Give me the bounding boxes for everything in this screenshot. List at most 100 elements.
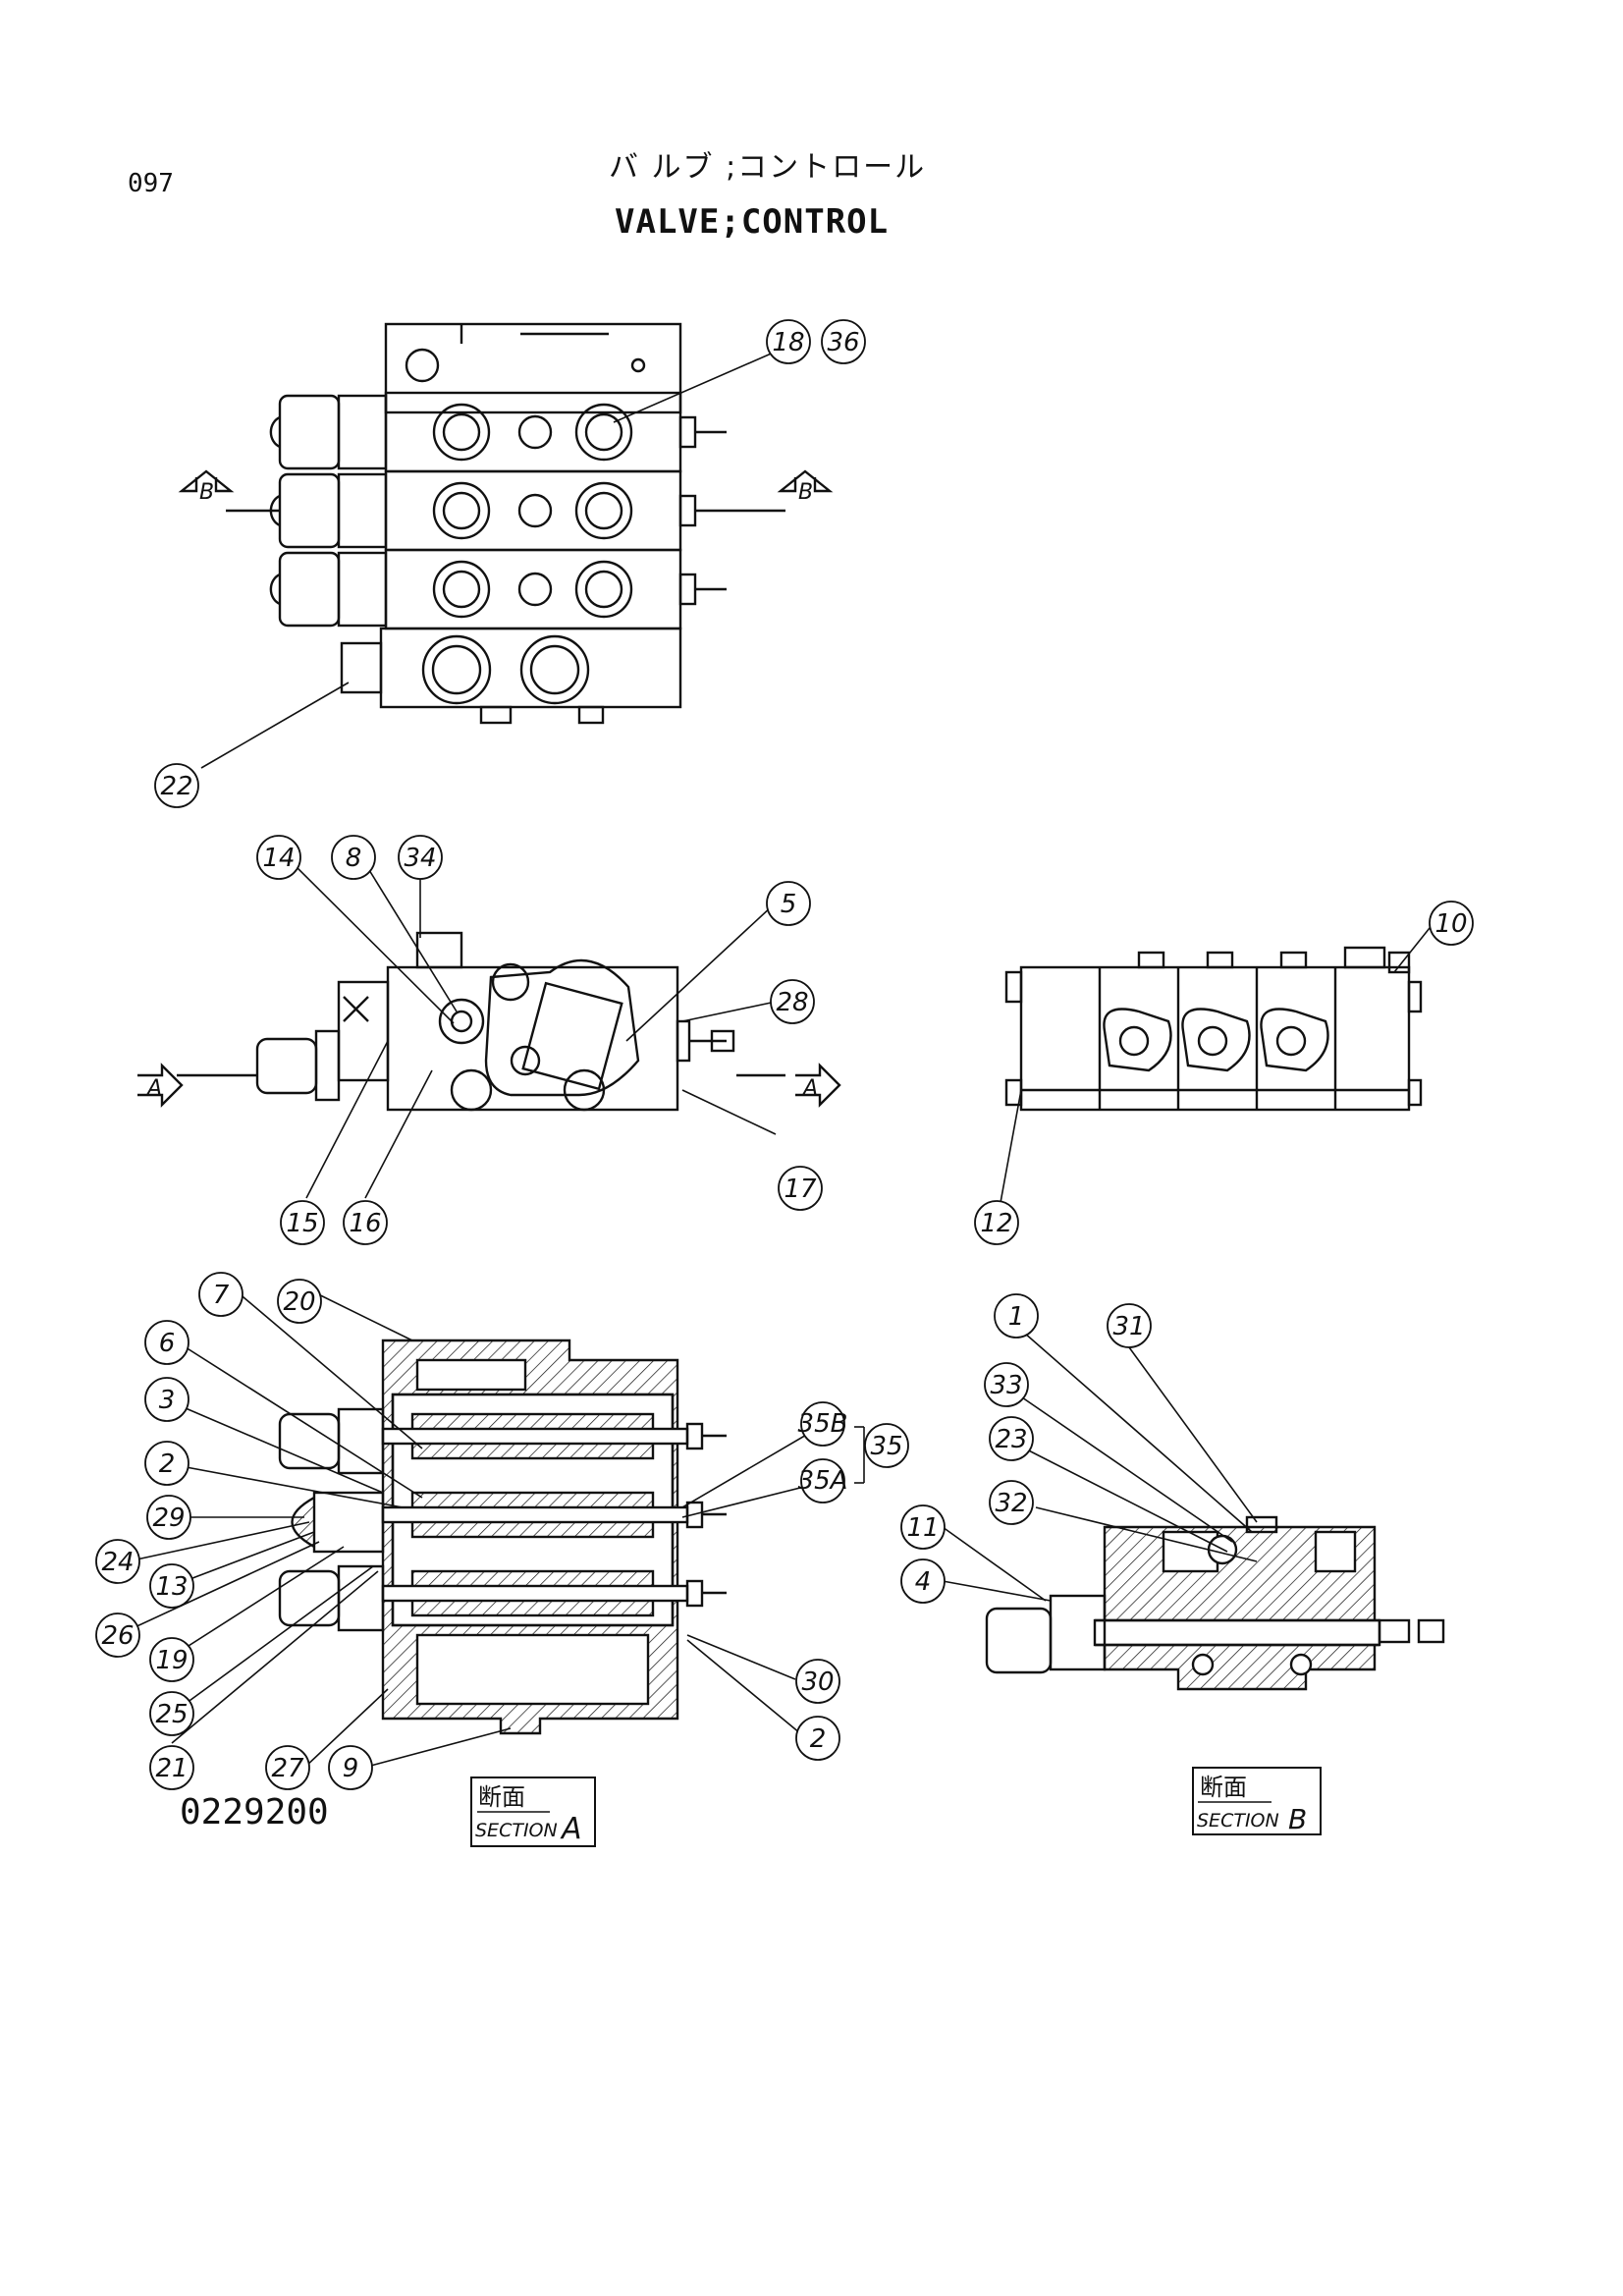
callout-36: 36 (821, 319, 866, 364)
svg-text:11: 11 (906, 1513, 939, 1543)
svg-text:26: 26 (101, 1621, 134, 1651)
svg-text:14: 14 (262, 844, 295, 873)
svg-text:7: 7 (213, 1281, 230, 1310)
callout-2-left: 2 (144, 1441, 189, 1486)
callout-18: 18 (766, 319, 811, 364)
svg-text:13: 13 (155, 1572, 188, 1602)
callout-1: 1 (994, 1293, 1039, 1339)
callout-33: 33 (984, 1362, 1029, 1407)
drawing-number: 0229200 (180, 1792, 329, 1832)
callout-29: 29 (146, 1495, 191, 1540)
svg-text:35A: 35A (798, 1466, 848, 1496)
svg-text:21: 21 (155, 1754, 188, 1783)
top-view (178, 322, 834, 725)
svg-text:23: 23 (995, 1425, 1027, 1454)
callout-25: 25 (149, 1691, 194, 1736)
svg-text:27: 27 (271, 1754, 304, 1783)
section-b-word: SECTION (1197, 1810, 1279, 1831)
callout-23: 23 (989, 1416, 1034, 1461)
callout-bubbles: 18 36 22 14 8 34 5 28 17 15 16 10 12 7 2… (95, 319, 1474, 1790)
svg-text:2: 2 (810, 1724, 827, 1754)
section-marker-a-left: A (145, 1076, 162, 1101)
section-a-kanji: 断面 (478, 1783, 525, 1811)
title-japanese: バ ルブ ;コントロール (609, 150, 927, 185)
callout-32: 32 (989, 1480, 1034, 1525)
svg-text:29: 29 (152, 1503, 185, 1533)
side-view (137, 931, 841, 1112)
callout-8: 8 (331, 835, 376, 880)
svg-text:17: 17 (784, 1175, 817, 1204)
callout-4: 4 (900, 1558, 946, 1604)
callout-34: 34 (398, 835, 443, 880)
callout-9: 9 (328, 1745, 373, 1790)
svg-text:16: 16 (349, 1209, 381, 1238)
svg-text:5: 5 (781, 890, 797, 919)
title-english: VALVE;CONTROL (615, 202, 890, 242)
svg-text:2: 2 (159, 1449, 176, 1479)
svg-text:6: 6 (159, 1329, 176, 1358)
svg-text:35B: 35B (798, 1409, 848, 1439)
callout-35: 35 (864, 1423, 909, 1468)
callout-13: 13 (149, 1563, 194, 1609)
callout-22: 22 (154, 763, 199, 808)
svg-text:22: 22 (160, 772, 192, 801)
callout-28: 28 (770, 979, 815, 1024)
section-a-view (278, 1339, 727, 1735)
svg-text:31: 31 (1112, 1312, 1145, 1341)
svg-text:36: 36 (827, 328, 859, 357)
callout-7: 7 (198, 1272, 243, 1317)
callout-17: 17 (778, 1166, 823, 1211)
svg-text:8: 8 (346, 844, 362, 873)
section-marker-a-right: A (801, 1076, 818, 1101)
callout-6: 6 (144, 1320, 189, 1365)
svg-text:18: 18 (772, 328, 804, 357)
svg-text:15: 15 (286, 1209, 318, 1238)
svg-text:10: 10 (1434, 909, 1467, 939)
svg-text:33: 33 (990, 1371, 1022, 1400)
svg-text:34: 34 (404, 844, 436, 873)
end-view (1004, 946, 1423, 1112)
svg-text:4: 4 (915, 1567, 932, 1597)
svg-text:30: 30 (801, 1667, 834, 1697)
callout-21: 21 (149, 1745, 194, 1790)
callout-2-right: 2 (795, 1716, 840, 1761)
svg-text:25: 25 (155, 1700, 188, 1729)
svg-text:3: 3 (159, 1386, 176, 1415)
svg-text:24: 24 (101, 1548, 134, 1577)
callout-3: 3 (144, 1377, 189, 1422)
callout-35b: 35B (798, 1401, 848, 1447)
callout-24: 24 (95, 1539, 140, 1584)
callout-10: 10 (1429, 901, 1474, 946)
callout-31: 31 (1107, 1303, 1152, 1348)
callout-14: 14 (256, 835, 301, 880)
svg-text:32: 32 (995, 1489, 1027, 1518)
callout-5: 5 (766, 881, 811, 926)
svg-text:20: 20 (283, 1287, 315, 1317)
svg-text:35: 35 (870, 1432, 902, 1461)
section-a-label: 断面 SECTION A (470, 1777, 596, 1847)
callout-15: 15 (280, 1200, 325, 1245)
section-a-word: SECTION (475, 1820, 558, 1841)
section-marker-b-left: B (199, 480, 214, 505)
callout-16: 16 (343, 1200, 388, 1245)
callout-11: 11 (900, 1504, 946, 1550)
svg-text:1: 1 (1008, 1302, 1025, 1332)
svg-text:12: 12 (980, 1209, 1012, 1238)
callout-27: 27 (265, 1745, 310, 1790)
section-b-label: 断面 SECTION B (1192, 1767, 1322, 1835)
callout-19: 19 (149, 1637, 194, 1682)
callout-26: 26 (95, 1613, 140, 1658)
page-number: 097 (128, 169, 174, 198)
leader-lines (117, 351, 1434, 1769)
callout-35a: 35A (798, 1458, 848, 1503)
section-marker-b-right: B (798, 480, 813, 505)
svg-text:19: 19 (155, 1646, 188, 1675)
section-b-kanji: 断面 (1200, 1774, 1247, 1801)
svg-text:9: 9 (343, 1754, 359, 1783)
section-b-letter: B (1288, 1803, 1307, 1835)
callout-20: 20 (277, 1279, 322, 1324)
callout-30: 30 (795, 1659, 840, 1704)
callout-12: 12 (974, 1200, 1019, 1245)
